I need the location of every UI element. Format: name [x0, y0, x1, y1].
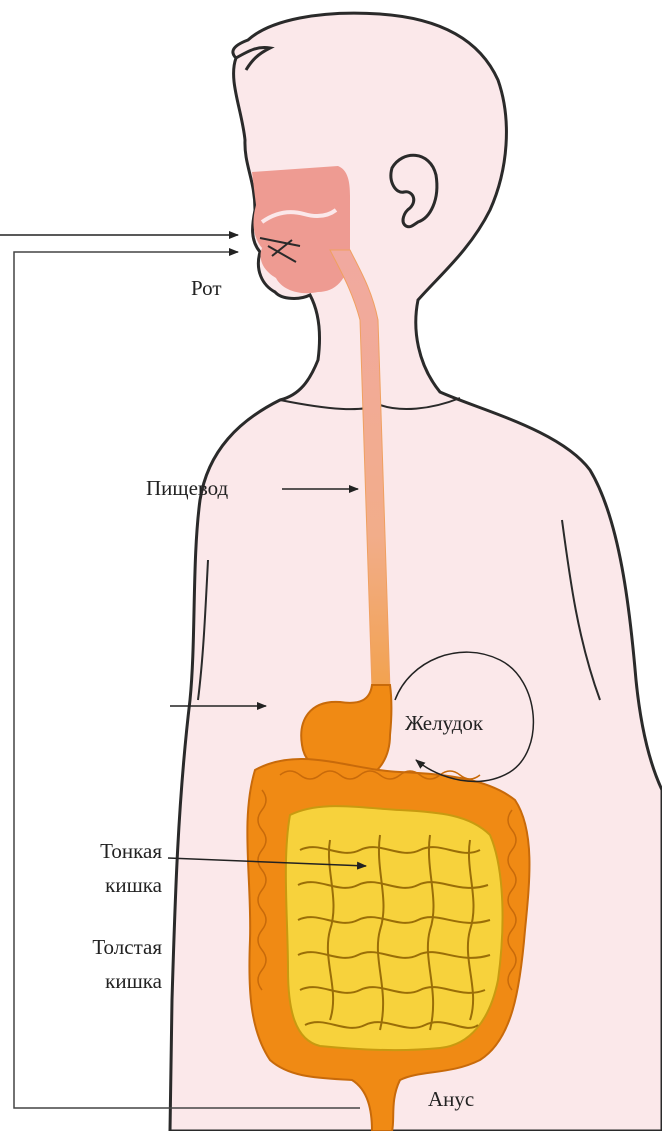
label-large-intestine-1: Толстая [50, 934, 162, 960]
label-esophagus: Пищевод [146, 475, 228, 501]
label-stomach: Желудок [405, 710, 483, 736]
label-anus: Анус [428, 1086, 474, 1112]
label-mouth: Рот [191, 275, 222, 301]
label-large-intestine-2: кишка [62, 968, 162, 994]
label-small-intestine-2: кишка [62, 872, 162, 898]
label-small-intestine-1: Тонкая [62, 838, 162, 864]
